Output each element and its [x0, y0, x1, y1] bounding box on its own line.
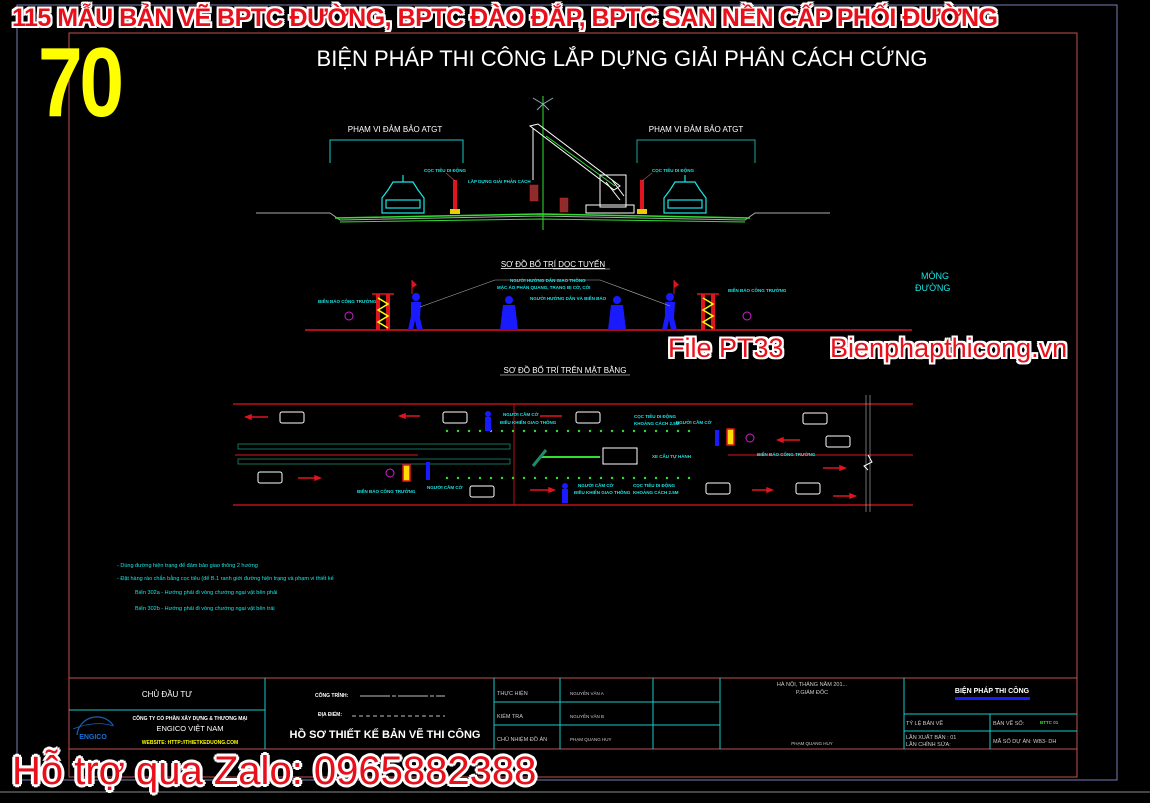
zalo-support-banner[interactable]: Hỗ trợ qua Zalo: 0965882388 [12, 749, 537, 793]
drawing-label: BIỂN BÁO CÔNG TRƯỜNG [728, 286, 787, 293]
drawing-label: PHẠM QUANG HUY [570, 737, 612, 742]
sign-stand-icon [697, 293, 719, 330]
traffic-post-icon [640, 180, 644, 210]
car-icon [381, 175, 425, 214]
flagman-icon [662, 280, 679, 330]
left-range-label: PHẠM VI ĐẢM BẢO ATGT [348, 125, 443, 134]
drawing-label: CỌC TIÊU DI ĐỘNG [633, 481, 676, 488]
drawing-label: BIỂN BÁO CÔNG TRƯỜNG [318, 297, 377, 304]
drawing-label: LẦN CHỈNH SỬA: [906, 741, 951, 748]
drawing-label: Biển 302a - Hướng phải đi vòng chướng ng… [135, 589, 277, 596]
outer-frame [16, 4, 1118, 781]
drawing-label: KIỂM TRA [497, 713, 523, 720]
engico-logo: ENGICO [72, 716, 115, 741]
drawing-title: BIỆN PHÁP THI CÔNG LẮP DỰNG GIẢI PHÂN CÁ… [317, 46, 928, 71]
flagman-icon [500, 296, 518, 330]
drawing-label: - Đặt hàng rào chắn bằng cọc tiêu (để B.… [117, 575, 334, 582]
drawing-label: BTTC 01 [1040, 720, 1059, 725]
general-notes: - Dùng đường hiện trạng để đảm bảo giao … [117, 562, 334, 612]
drawing-label: P.GIÁM ĐỐC [796, 689, 828, 696]
drawing-label: ĐƯỜNG [915, 283, 950, 293]
warning-sign-icon [402, 464, 411, 482]
drawing-number: 70 [38, 27, 124, 137]
drawing-label: NGƯỜI CẦM CỜ [503, 410, 539, 417]
drawing-label: NGƯỜI HƯỚNG DẪN GIAO THÔNG [510, 276, 586, 283]
drawing-label: CHỦ NHIỆM ĐỒ ÁN [497, 735, 547, 743]
drawing-label: BIỂN BÁO CÔNG TRƯỜNG [357, 487, 416, 494]
drawing-label: MẶC ÁO PHẢN QUANG, TRANG BỊ CỜ, CÒI [497, 283, 590, 290]
drawing-label: WEBSITE: HTTP://THIETKEDUONG.COM [142, 740, 238, 746]
car-icon [663, 175, 707, 214]
drawing-label: HỒ SƠ THIẾT KẾ BẢN VẼ THI CÔNG [290, 728, 481, 741]
cross-section: PHẠM VI ĐẢM BẢO ATGT PHẠM VI ĐẢM BẢO ATG… [256, 96, 830, 230]
drawing-label: LẦN XUẤT BẢN : 01 [906, 734, 956, 741]
drawing-label: NGUYỄN VĂN A [570, 690, 604, 696]
drawing-label: PHẠM QUANG HUY [791, 741, 833, 746]
drawing-label: MÃ SỐ DỰ ÁN: WB3- DH [993, 738, 1056, 745]
plan-layout: SƠ ĐỒ BỐ TRÍ TRÊN MẶT BẰNG XE CẨU TỰ HÀN… [233, 365, 913, 512]
drawing-label: CỌC TIÊU DI ĐỘNG [634, 412, 677, 419]
drawing-label: TỶ LỆ BẢN VẼ [906, 719, 943, 727]
drawing-label: ĐỊA ĐIỂM: [318, 711, 342, 718]
flagman-icon [608, 296, 626, 330]
drawing-label: NGƯỜI CẦM CỜ [578, 481, 614, 488]
drawing-label: MÓNG [921, 271, 949, 281]
longitudinal-layout: SƠ ĐỒ BỐ TRÍ DỌC TUYẾN BIỂN BÁO CÔNG TRƯ… [305, 259, 950, 331]
crane-icon [528, 123, 635, 214]
flagman-icon [426, 411, 719, 503]
promo-banner: 115 MẪU BẢN VẼ BPTC ĐƯỜNG, BPTC ĐÀO ĐẮP,… [12, 4, 998, 32]
drawing-label: - Dùng đường hiện trạng để đảm bảo giao … [117, 562, 258, 569]
drawing-label: ĐIỀU KHIỂN GIAO THÔNG [500, 418, 557, 425]
website-tag[interactable]: Bienphapthicong.vn [830, 333, 1068, 363]
longitudinal-title: SƠ ĐỒ BỐ TRÍ DỌC TUYẾN [501, 259, 606, 269]
drawing-label: NGUYỄN VĂN B [570, 713, 604, 719]
drawing-label: HÀ NỘI, THÁNG NĂM 201... [777, 681, 848, 688]
drawing-label: ENGICO [79, 734, 107, 741]
drawing-label: CỌC TIÊU DI ĐỘNG [652, 166, 695, 173]
drawing-label: CỌC TIÊU DI ĐỘNG [424, 166, 467, 173]
drawing-label: Biển 302b - Hướng phải đi vòng chướng ng… [135, 605, 275, 612]
plan-title: SƠ ĐỒ BỐ TRÍ TRÊN MẶT BẰNG [504, 365, 627, 375]
drawing-label: ENGICO VIỆT NAM [157, 724, 224, 733]
sign-stand-icon [372, 293, 394, 330]
drawing-label: ĐIỀU KHIỂN GIAO THÔNG [574, 488, 631, 495]
drawing-border [68, 32, 1078, 778]
traffic-post-icon [453, 180, 457, 210]
title-block: CHỦ ĐẦU TƯ ENGICO CÔNG TY CỔ PHẦN XÂY DỰ… [69, 677, 1077, 750]
drawing-label: BIỆN PHÁP THI CÔNG [955, 686, 1030, 695]
right-range-label: PHẠM VI ĐẢM BẢO ATGT [649, 125, 744, 134]
drawing-label: BẢN VẼ SỐ: [993, 720, 1025, 727]
drawing-label: NGƯỜI HƯỚNG DẪN VÀ BIỂN BÁO [530, 294, 607, 301]
drawing-label: LẮP DỰNG GIẢI PHÂN CÁCH [468, 177, 531, 184]
crane-truck-icon [602, 447, 638, 465]
drawing-label: CÔNG TY CỔ PHẦN XÂY DỰNG & THƯƠNG MẠI [133, 714, 248, 722]
drawing-label: NGƯỜI CẦM CỜ [427, 483, 463, 490]
file-tag: File PT33 [668, 333, 784, 363]
drawing-label: KHOẢNG CÁCH 2.5M [633, 489, 679, 495]
drawing-label: BIỂN BÁO CÔNG TRƯỜNG [757, 450, 816, 457]
drawing-label: KHOẢNG CÁCH 2.5M [634, 420, 680, 426]
flagman-icon [408, 280, 423, 330]
drawing-label: CHỦ ĐẦU TƯ [142, 689, 192, 699]
drawing-label: XE CẨU TỰ HÀNH [652, 453, 691, 459]
warning-sign-icon [726, 428, 735, 446]
drawing-label: THỰC HIỆN [497, 689, 528, 697]
drawing-label: CÔNG TRÌNH: [315, 691, 349, 699]
car-icon [257, 411, 851, 498]
drawing-label: NGƯỜI CẦM CỜ [676, 418, 712, 425]
